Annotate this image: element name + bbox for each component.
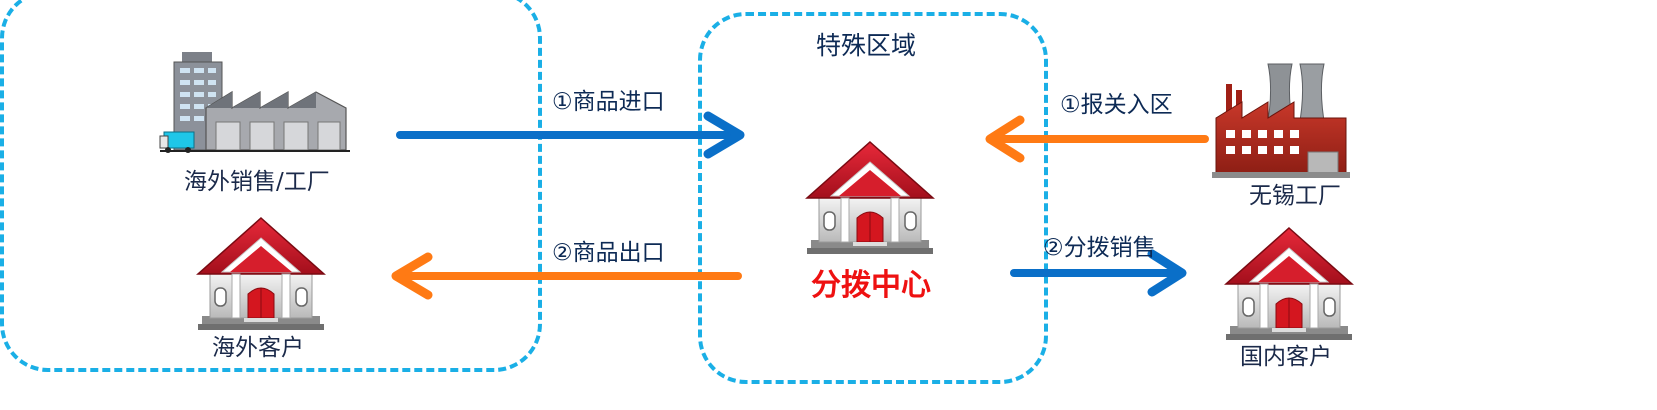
overseas-zone <box>0 0 542 372</box>
special-zone-title: 特殊区域 <box>816 31 917 60</box>
overseas-factory-icon <box>159 52 350 153</box>
special-zone <box>698 12 1048 384</box>
overseas-customer-label: 海外客户 <box>212 335 304 361</box>
distribution-center-house-icon <box>806 141 934 255</box>
overseas-customer-house-icon <box>197 217 325 331</box>
domestic-customer-house-icon <box>1225 227 1353 341</box>
import-arrow <box>396 111 745 159</box>
wuxi-factory-icon <box>1212 63 1350 178</box>
export-flow-label: ②商品出口 <box>552 240 665 266</box>
export-arrow <box>391 252 742 300</box>
customs-entry-arrow <box>985 115 1209 163</box>
wuxi-factory-label: 无锡工厂 <box>1249 183 1341 209</box>
distribution-sales-flow-label: ②分拨销售 <box>1043 235 1156 261</box>
customs-entry-flow-label: ①报关入区 <box>1060 92 1173 118</box>
distribution-center-label: 分拨中心 <box>811 268 931 303</box>
distribution-sales-arrow <box>1010 249 1187 297</box>
import-flow-label: ①商品进口 <box>552 89 665 115</box>
domestic-customer-label: 国内客户 <box>1240 344 1332 370</box>
overseas-factory-label: 海外销售/工厂 <box>184 169 330 195</box>
